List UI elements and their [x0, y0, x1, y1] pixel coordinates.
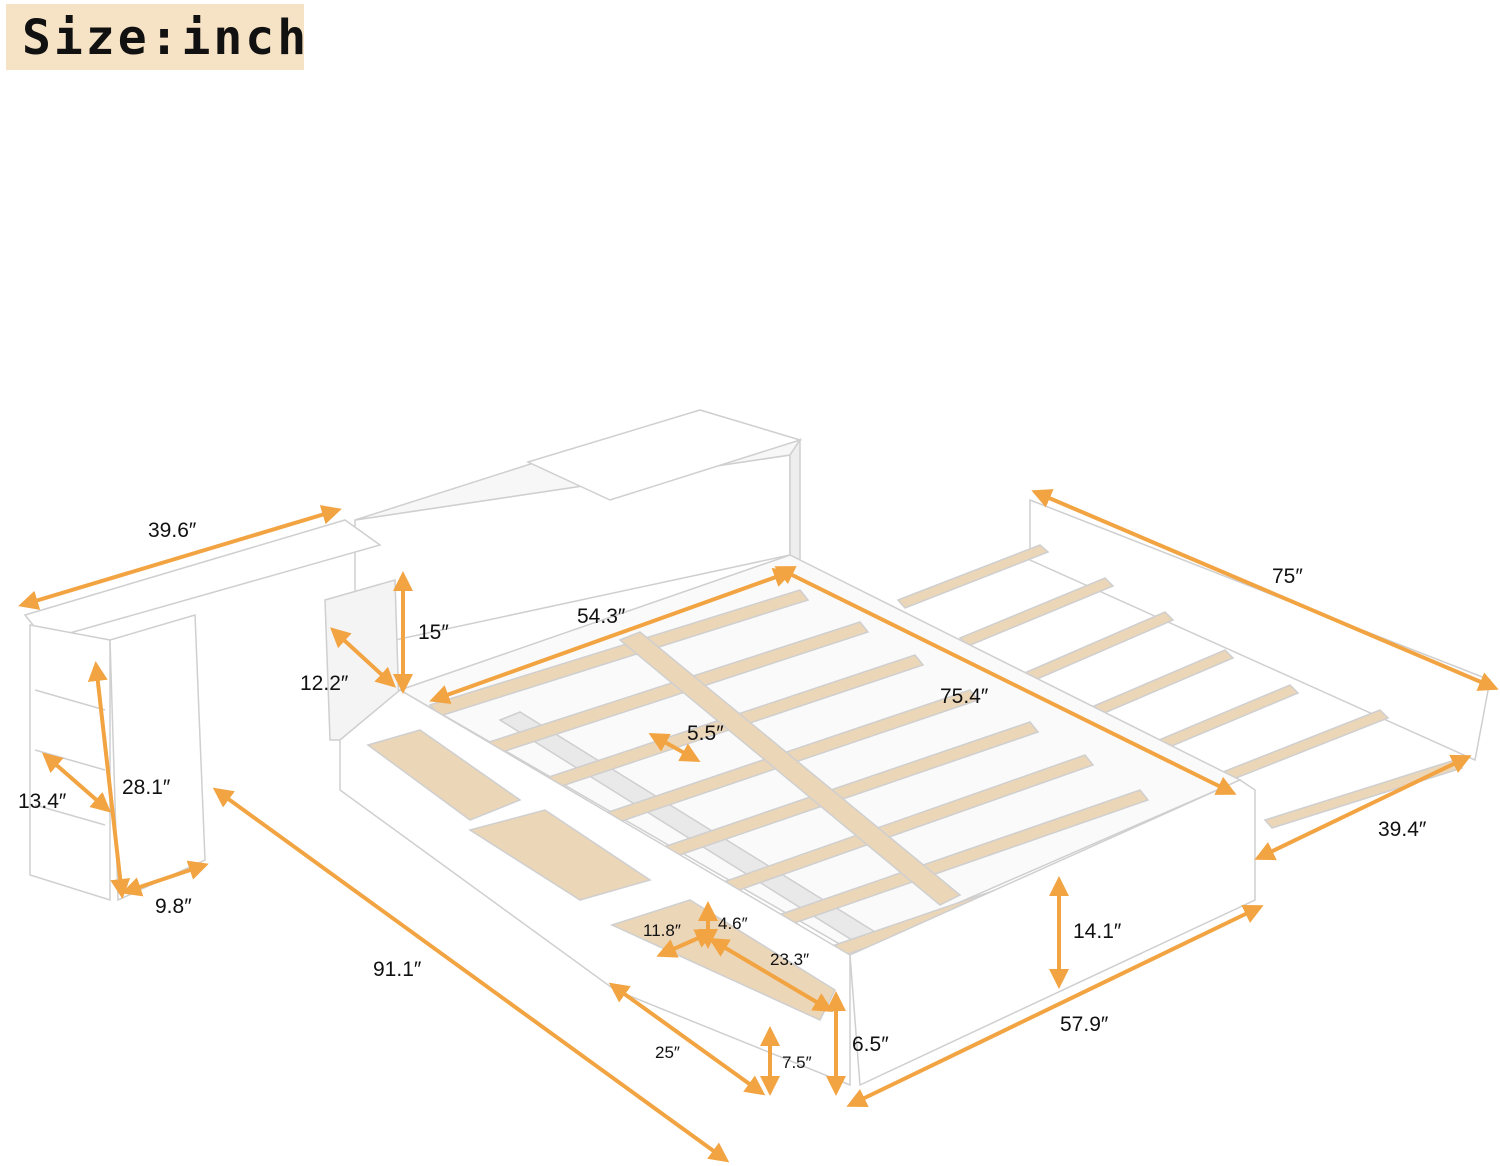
- arrow-shelf-depth: [121, 860, 209, 897]
- label-headboard-height: 15″: [418, 621, 449, 644]
- label-headboard-depth: 12.2″: [300, 672, 349, 695]
- units-badge: Size:inch: [6, 4, 306, 70]
- label-bed-inner-width: 54.3″: [577, 605, 626, 628]
- arrow-shelf-compartment: [41, 752, 112, 813]
- label-shelf-compartment: 13.4″: [18, 790, 67, 813]
- label-footboard-height: 14.1″: [1073, 920, 1122, 943]
- label-drawer-inner-width: 11.8″: [643, 921, 681, 940]
- arrow-trundle-length: [1031, 489, 1499, 691]
- label-drawer-height: 7.5″: [782, 1053, 812, 1072]
- bookshelf-face: [109, 614, 206, 902]
- trundle-slat-4: [1078, 649, 1235, 721]
- arrow-drawer-inner-length: [708, 937, 834, 1013]
- arrow-slat-gap: [648, 733, 701, 762]
- label-bed-length: 75.4″: [940, 685, 989, 708]
- label-trundle-width: 39.4″: [1378, 818, 1427, 841]
- label-drawer-length: 25″: [655, 1043, 680, 1062]
- arrow-bed-inner-width: [429, 567, 794, 705]
- label-shelf-length: 39.6″: [148, 519, 197, 542]
- label-clearance: 6.5″: [852, 1033, 889, 1056]
- label-drawer-inner-height: 4.6″: [718, 914, 748, 933]
- trundle-slat-3: [1018, 611, 1175, 684]
- label-total-length: 91.1″: [373, 958, 422, 981]
- label-trundle-length: 75″: [1272, 565, 1303, 588]
- dimension-arrows: [18, 489, 1499, 1163]
- label-shelf-height: 28.1″: [122, 776, 171, 799]
- arrow-trundle-width: [1254, 754, 1472, 861]
- arrow-bed-length: [774, 566, 1237, 795]
- trundle-slat-1: [896, 544, 1050, 609]
- side-bookshelf: [23, 519, 382, 902]
- label-slat-gap: 5.5″: [687, 722, 724, 745]
- label-drawer-inner-length: 23.3″: [770, 950, 810, 969]
- headboard-side: [789, 437, 801, 562]
- arrow-drawer-length: [608, 982, 766, 1096]
- units-label: Size:inch: [22, 10, 310, 66]
- arrow-headboard-depth: [330, 627, 396, 688]
- trundle-slat-7: [1263, 759, 1464, 829]
- arrow-shelf-length: [18, 505, 342, 610]
- arrow-total-length: [212, 787, 730, 1163]
- trundle-slat-2: [958, 577, 1115, 647]
- label-bed-width: 57.9″: [1060, 1013, 1109, 1036]
- arrow-bed-width: [846, 904, 1264, 1108]
- label-shelf-depth: 9.8″: [155, 895, 192, 918]
